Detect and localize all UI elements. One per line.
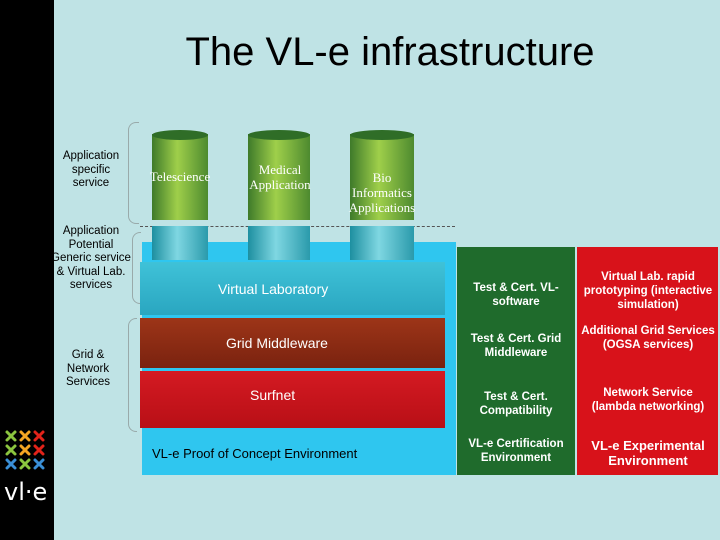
logo-mark-icon [5,430,45,470]
cylinder-medical-label: Medical Application [249,162,311,192]
surfnet-layer [140,371,445,428]
exp-environment-label: VL-e Experimental Environment [591,438,705,468]
exp-grid-services-label: Additional Grid Services (OGSA services) [581,325,715,351]
grid-middleware-layer [140,318,445,368]
exp-rapid-prototyping-label: Virtual Lab. rapid prototyping (interact… [583,271,713,311]
cylinder-telescience [152,130,208,260]
cylinder-medical [248,130,310,260]
slide-title: The VL-e infrastructure [185,30,595,74]
grid-middleware-label: Grid Middleware [226,335,328,351]
cylinder-bio-label: Bio Informatics Applications [348,170,416,215]
cert-compatibility-label: Test & Cert. Compatibility [479,391,553,417]
cylinder-bio [350,130,414,260]
exp-network-service-label: Network Service (lambda networking) [591,387,705,413]
label-grid-network: Grid & Network Services [65,349,111,388]
cert-environment-label: VL-e Certification Environment [468,438,564,464]
brace-app-potential [132,232,141,304]
poc-environment-label: VL-e Proof of Concept Environment [152,446,358,461]
cert-middleware-label: Test & Cert. Grid Middleware [470,333,562,359]
logo-text: vl·e [4,478,48,506]
virtual-laboratory-layer [140,262,445,315]
label-app-specific: Application specific service [62,150,120,189]
label-app-potential: Application Potential Generic service & … [51,225,131,291]
sidebar-strip: vl·e [0,0,54,540]
virtual-laboratory-label: Virtual Laboratory [218,281,329,297]
surfnet-label: Surfnet [250,387,296,403]
cert-software-label: Test & Cert. VL-software [473,282,559,308]
certification-environment [457,247,575,475]
brace-app-specific [128,122,139,224]
experimental-environment [577,247,718,475]
brace-grid-network [128,318,137,432]
cylinder-telescience-label: Telescience [149,169,211,184]
